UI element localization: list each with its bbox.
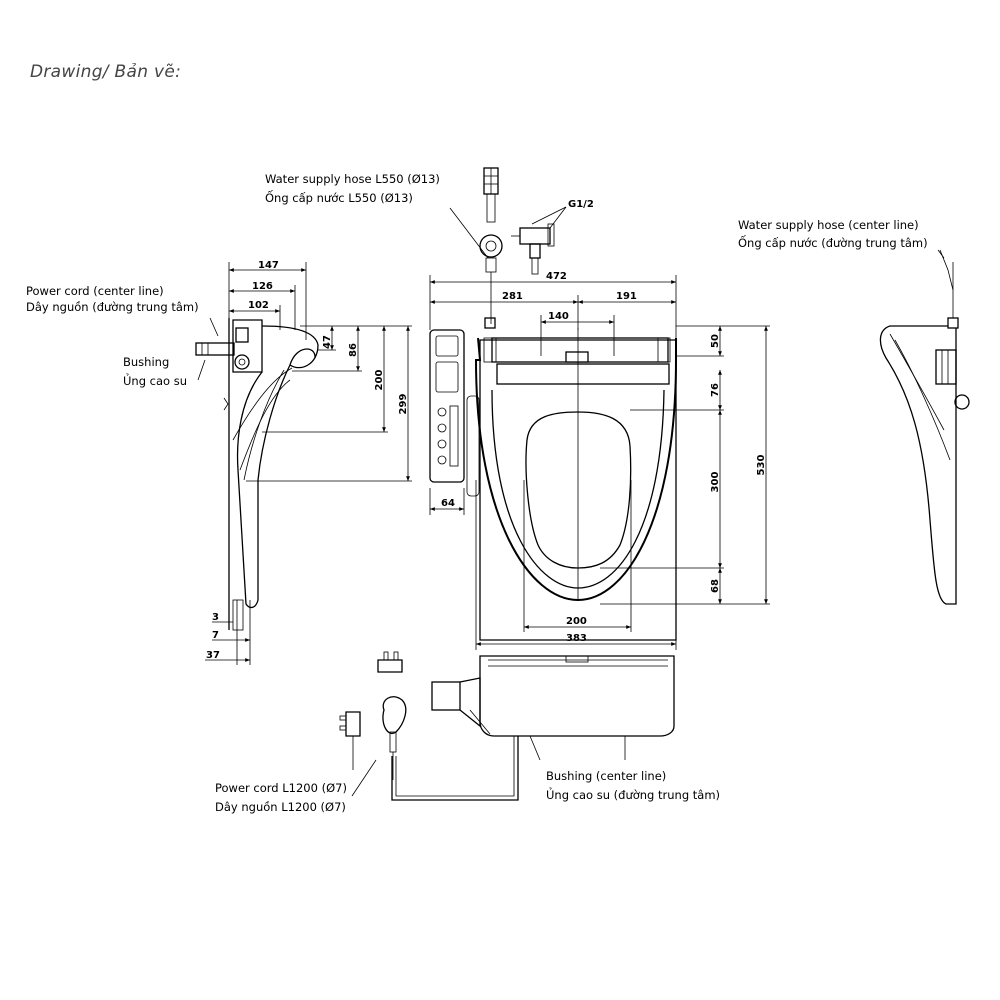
dim-299: 299 <box>398 394 409 415</box>
label-bushing-en: Bushing <box>123 355 169 369</box>
drawing-heading: Drawing/ Bản vẽ: <box>30 62 182 82</box>
top-view-dimensions: 472 281 191 140 50 76 300 68 530 200 <box>429 271 770 650</box>
label-bushing-center-en: Bushing (center line) <box>546 769 666 783</box>
label-bushing-vi: Ủng cao su <box>123 372 187 388</box>
dim-102: 102 <box>248 300 269 311</box>
dim-530: 530 <box>756 455 767 476</box>
dim-191: 191 <box>616 291 637 302</box>
side-view-right <box>879 249 970 605</box>
dim-200-horizontal: 200 <box>566 616 587 627</box>
label-water-center-en: Water supply hose (center line) <box>738 218 919 232</box>
dim-3: 3 <box>212 612 219 623</box>
dim-86: 86 <box>348 343 359 357</box>
dim-64: 64 <box>441 498 455 509</box>
label-water-center-vi: Ống cấp nước (đường trung tâm) <box>738 234 928 250</box>
dim-76: 76 <box>710 383 721 397</box>
label-power-center-en: Power cord (center line) <box>26 284 164 298</box>
side-view-left <box>195 318 319 665</box>
rear-view <box>391 655 675 801</box>
dim-200-vertical: 200 <box>374 370 385 391</box>
label-power-center-vi: Dây nguồn (đường trung tâm) <box>26 300 199 314</box>
dim-47: 47 <box>322 335 333 349</box>
dim-281: 281 <box>502 291 523 302</box>
label-water-hose-vi: Ống cấp nước L550 (Ø13) <box>265 189 413 205</box>
label-power-cord-vi: Dây nguồn L1200 (Ø7) <box>215 800 346 814</box>
dim-37: 37 <box>206 650 220 661</box>
dim-300: 300 <box>710 472 721 493</box>
top-view-seat <box>466 317 677 641</box>
dim-472: 472 <box>546 271 567 282</box>
dim-383: 383 <box>566 633 587 644</box>
label-bushing-center-vi: Ủng cao su (đường trung tâm) <box>546 786 720 802</box>
power-plug <box>339 651 407 780</box>
side-view-left-dimensions: 147 126 102 47 86 200 299 3 7 37 <box>205 260 412 662</box>
label-power-cord-en: Power cord L1200 (Ø7) <box>215 781 347 795</box>
label-g12: G1/2 <box>568 199 594 210</box>
dim-140: 140 <box>548 311 569 322</box>
dim-68: 68 <box>710 579 721 593</box>
dim-126: 126 <box>252 281 273 292</box>
remote-control: 64 <box>429 329 465 515</box>
dim-50: 50 <box>710 334 721 348</box>
dim-7: 7 <box>212 630 219 641</box>
dim-147: 147 <box>258 260 279 271</box>
water-hose-fittings <box>449 167 567 324</box>
label-water-hose-en: Water supply hose L550 (Ø13) <box>265 172 440 186</box>
